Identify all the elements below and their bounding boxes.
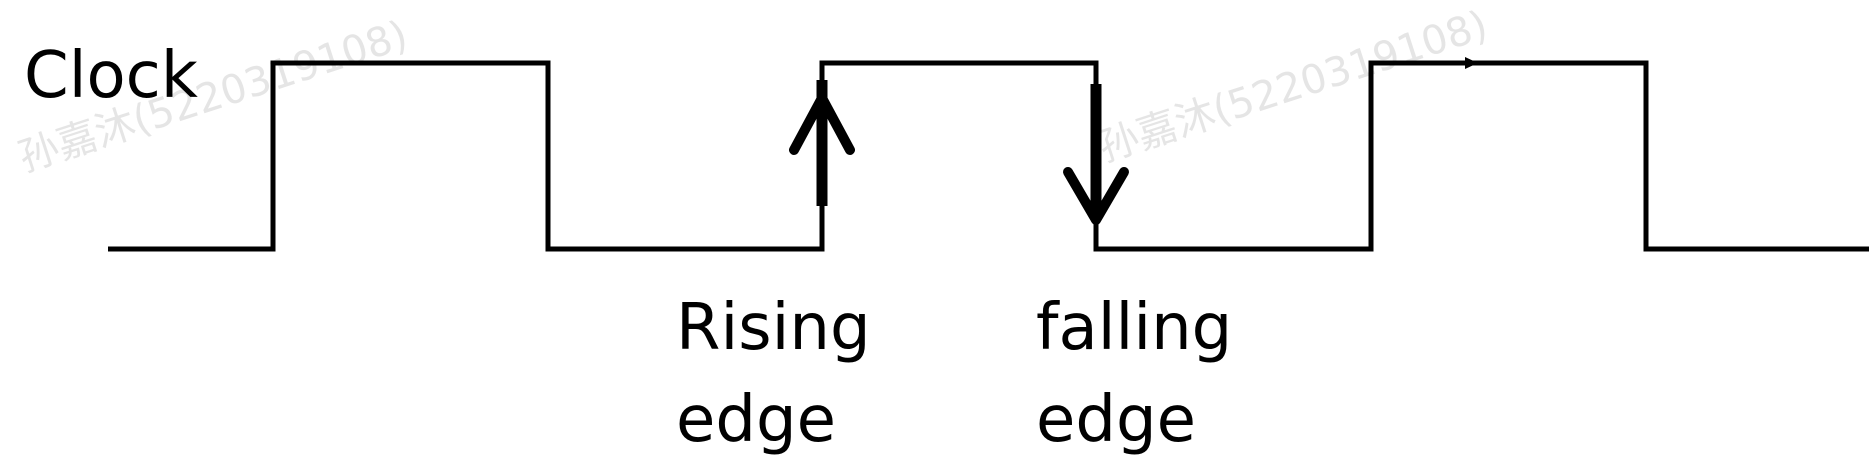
rising-edge-label-line1: Rising [676, 291, 871, 365]
falling-edge-label-line1: falling [1036, 291, 1233, 365]
falling-edge-label: falling edge [1036, 282, 1232, 466]
rising-edge-arrow [789, 80, 855, 206]
falling-edge-label-line2: edge [1036, 383, 1196, 457]
rising-edge-label-line2: edge [676, 383, 836, 457]
rising-edge-label: Rising edge [676, 282, 871, 466]
clock-waveform [108, 60, 1869, 252]
falling-edge-arrow [1063, 84, 1129, 225]
waveform-tick-marker [1465, 57, 1478, 69]
clock-label: Clock [24, 39, 198, 113]
